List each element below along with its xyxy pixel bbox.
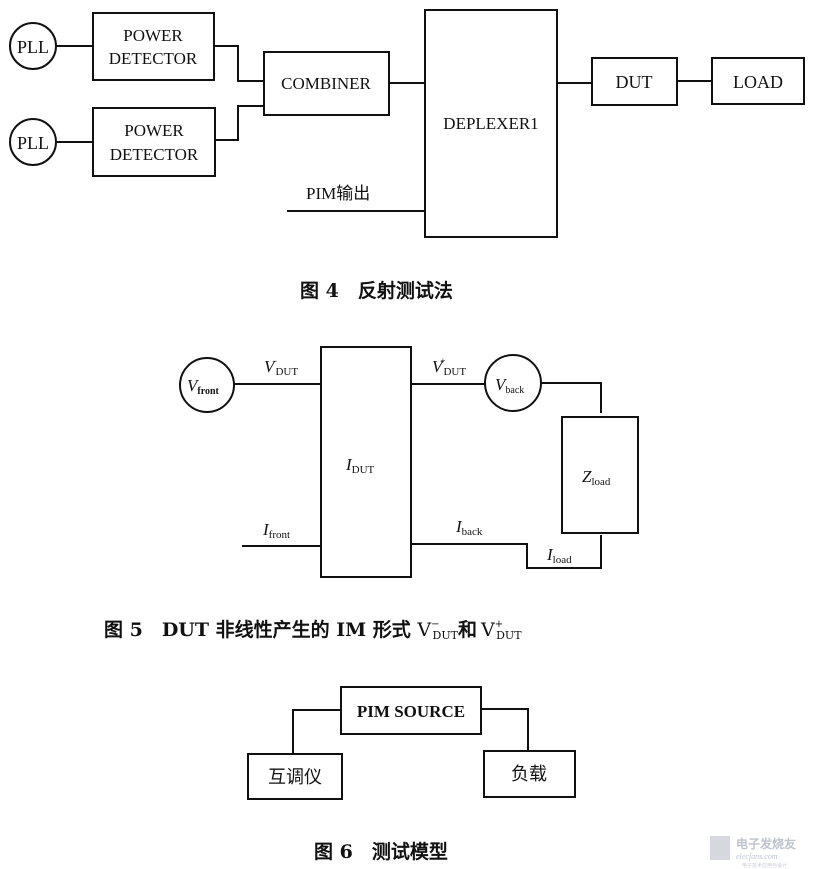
i-dut-label: IDUT bbox=[345, 455, 375, 476]
v-dut-plus-label: V+DUT bbox=[432, 356, 466, 378]
watermark-url: elecfans.com bbox=[736, 852, 778, 861]
v-back-source: Vback bbox=[484, 354, 542, 412]
power-detector-2-line2: DETECTOR bbox=[110, 145, 199, 164]
combiner-label: COMBINER bbox=[281, 74, 371, 93]
pim-source-label: PIM SOURCE bbox=[357, 702, 465, 721]
power-detector-1-line1: POWER bbox=[123, 26, 183, 45]
load-label: LOAD bbox=[733, 72, 783, 92]
analyzer-block: 互调仪 bbox=[247, 753, 343, 800]
z-load-label: Zload bbox=[582, 467, 611, 488]
z-load-block: Zload bbox=[561, 416, 639, 534]
combiner-block: COMBINER bbox=[263, 51, 390, 116]
wire-iback-iload bbox=[411, 535, 602, 569]
figure-6: PIM SOURCE 互调仪 负载 图 6 测试模型 bbox=[247, 686, 576, 863]
pll-source-2: PLL bbox=[9, 118, 57, 166]
i-dut-block: IDUT bbox=[320, 346, 412, 578]
figure-6-caption: 图 6 测试模型 bbox=[314, 840, 448, 863]
dut-block: DUT bbox=[591, 57, 678, 106]
analyzer-label: 互调仪 bbox=[268, 767, 322, 787]
pll-1-label: PLL bbox=[17, 37, 49, 57]
power-detector-2: POWER DETECTOR bbox=[92, 107, 216, 177]
load-block-fig6: 负载 bbox=[483, 750, 576, 798]
pim-output-label: PIM输出 bbox=[306, 184, 370, 203]
pll-2-label: PLL bbox=[17, 133, 49, 153]
watermark-tagline: 电子技术应用与设计 bbox=[742, 862, 787, 869]
wire-pim-analyzer bbox=[292, 709, 341, 754]
watermark-title: 电子发烧友 bbox=[736, 836, 796, 851]
wire-vback-zload bbox=[542, 382, 602, 413]
wire-pim-load bbox=[481, 708, 529, 751]
power-detector-1-line2: DETECTOR bbox=[109, 49, 198, 68]
watermark: 电子发烧友 elecfans.com 电子技术应用与设计 bbox=[710, 836, 796, 869]
i-back-label: Iback bbox=[455, 517, 483, 538]
figure-4-caption: 图 4 反射测试法 bbox=[300, 279, 453, 302]
figure-4: PLL PLL POWER DETECTOR POWER DETECTOR CO… bbox=[9, 9, 805, 302]
power-detector-1: POWER DETECTOR bbox=[92, 12, 215, 81]
v-front-source: Vfront bbox=[179, 357, 235, 413]
figure-5: Vfront Vback V−DUT V+DUT IDUT bbox=[104, 346, 639, 642]
power-detector-2-line1: POWER bbox=[124, 121, 184, 140]
load-block: LOAD bbox=[711, 57, 805, 105]
pim-source-block: PIM SOURCE bbox=[340, 686, 482, 735]
v-dut-minus-label: V−DUT bbox=[264, 356, 298, 378]
v-back-label: Vback bbox=[495, 375, 524, 396]
i-front-label: Ifront bbox=[262, 520, 290, 541]
v-front-label: Vfront bbox=[187, 376, 220, 397]
load-fig6-label: 负载 bbox=[511, 764, 547, 784]
watermark-logo-icon bbox=[710, 836, 730, 860]
pll-source-1: PLL bbox=[9, 22, 57, 70]
i-load-label: Iload bbox=[546, 545, 572, 566]
wire-pd1-combiner bbox=[214, 45, 264, 82]
dut-label: DUT bbox=[616, 72, 653, 92]
deplexer-label: DEPLEXER1 bbox=[443, 114, 538, 133]
wire-pd2-combiner bbox=[215, 105, 264, 141]
deplexer-block: DEPLEXER1 bbox=[424, 9, 558, 238]
